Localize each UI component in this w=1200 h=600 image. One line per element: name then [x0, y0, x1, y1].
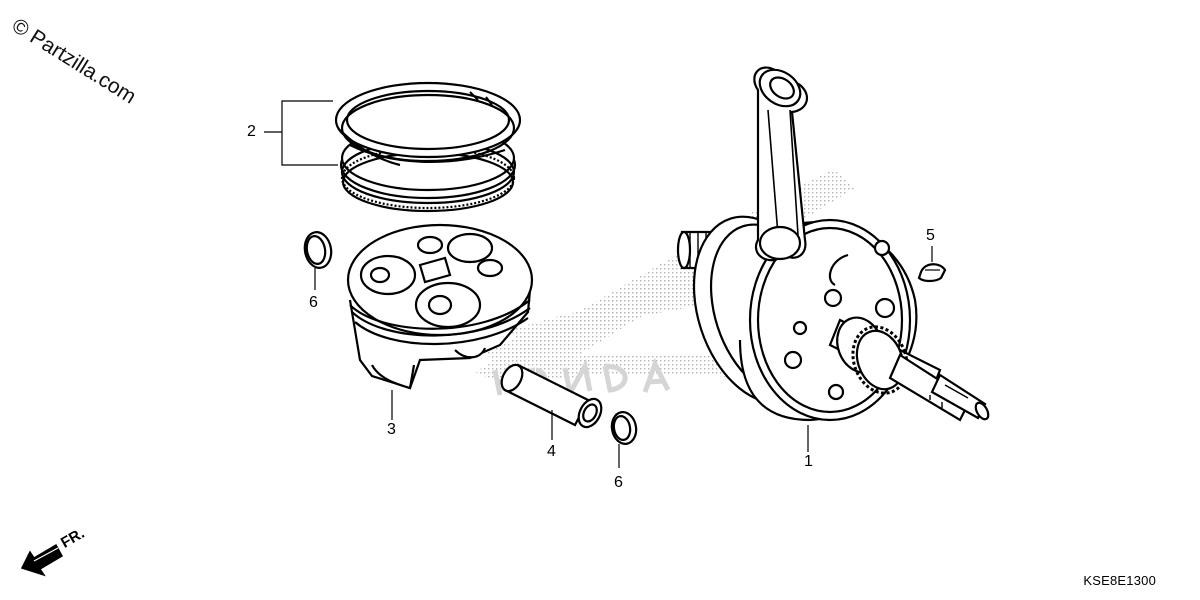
pin-clip-right[interactable]: [609, 410, 638, 446]
piston[interactable]: [346, 223, 534, 390]
callout-label-piston: 3: [387, 421, 396, 438]
honda-wordmark: [492, 357, 671, 401]
callout-label-woodruff-key: 5: [926, 227, 935, 244]
callout-label-ring-set: 2: [247, 123, 256, 140]
callout-label-pin-clip-left: 6: [309, 294, 318, 311]
callout-label-pin-clip-right: 6: [614, 474, 623, 491]
pin-clip-left[interactable]: [302, 230, 334, 270]
diagram-code: KSE8E1300: [1083, 573, 1156, 588]
crankshaft[interactable]: [671, 62, 990, 422]
piston-pin[interactable]: [497, 361, 605, 431]
callout-label-piston-pin: 4: [547, 443, 556, 460]
callout-label-crankshaft: 1: [804, 453, 813, 470]
front-arrow-icon: [20, 543, 64, 577]
ring-set-bracket: [264, 100, 338, 166]
piston-ring-set[interactable]: [334, 81, 522, 213]
woodruff-key[interactable]: [917, 263, 947, 283]
